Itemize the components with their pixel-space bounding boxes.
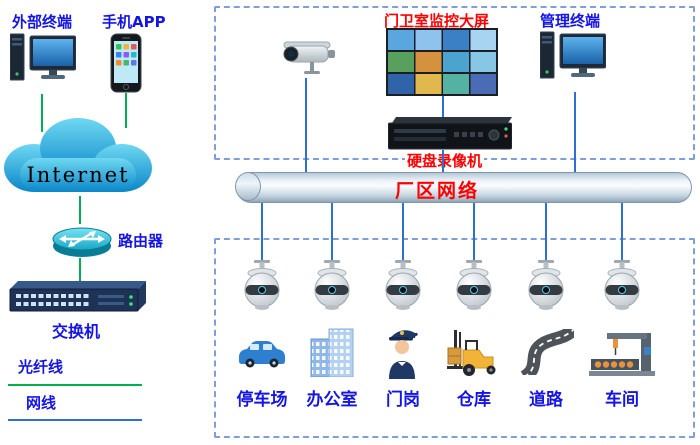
switch-label: 交换机 <box>51 322 100 341</box>
guard-icon <box>389 330 418 379</box>
dome-camera-icon <box>528 260 564 310</box>
factory-network-label: 厂区网络 <box>395 180 480 202</box>
legend-network-line <box>8 419 142 421</box>
road-icon <box>520 329 574 375</box>
management-terminal-label: 管理终端 <box>540 12 601 30</box>
forklift-icon <box>447 330 496 376</box>
dvr-icon <box>388 117 512 150</box>
dome-camera-icon <box>456 260 492 310</box>
internet-label: Internet <box>26 163 129 187</box>
mobile-app-label: 手机APP <box>102 13 166 31</box>
desktop-computer-icon <box>10 33 76 81</box>
bullet-camera-icon <box>283 41 335 74</box>
management-terminal-icon <box>540 31 606 79</box>
dome-camera-icon <box>244 260 280 310</box>
monitor-wall-label: 门卫室监控大屏 <box>384 12 490 30</box>
dome-camera-icon <box>385 260 421 310</box>
dvr-label: 硬盘录像机 <box>405 150 485 171</box>
legend-fiber-label: 光纤线 <box>18 358 64 376</box>
location-label: 道路 <box>529 390 563 410</box>
area-column-warehouse: 仓库 <box>432 260 516 410</box>
monitored-areas-zone <box>214 238 695 438</box>
video-wall <box>386 28 498 96</box>
location-label: 车间 <box>605 390 639 410</box>
car-icon <box>239 341 285 368</box>
router-icon <box>52 227 112 257</box>
area-column-parking: 停车场 <box>220 260 304 410</box>
area-column-office: 办公室 <box>290 260 374 410</box>
area-column-workshop: 车间 <box>580 260 664 410</box>
dome-camera-icon <box>604 260 640 310</box>
dome-camera-icon <box>314 260 350 310</box>
smartphone-icon <box>110 33 142 93</box>
location-label: 门岗 <box>386 390 420 410</box>
location-label: 停车场 <box>236 390 288 410</box>
office-building-icon <box>310 328 354 377</box>
location-label: 办公室 <box>306 390 358 410</box>
area-column-gate: 门岗 <box>361 260 445 410</box>
pipe-cap <box>235 172 261 201</box>
router-label: 路由器 <box>118 232 164 250</box>
external-terminal-label: 外部终端 <box>12 13 73 31</box>
switch-icon <box>9 281 146 312</box>
legend-network-label: 网线 <box>26 394 57 412</box>
area-column-road: 道路 <box>504 260 588 410</box>
machine-icon <box>589 333 655 376</box>
internet-cloud: Internet <box>4 118 152 192</box>
location-label: 仓库 <box>457 390 491 410</box>
legend-fiber-line <box>8 384 142 386</box>
network-pipe: 厂区网络 <box>235 172 692 203</box>
